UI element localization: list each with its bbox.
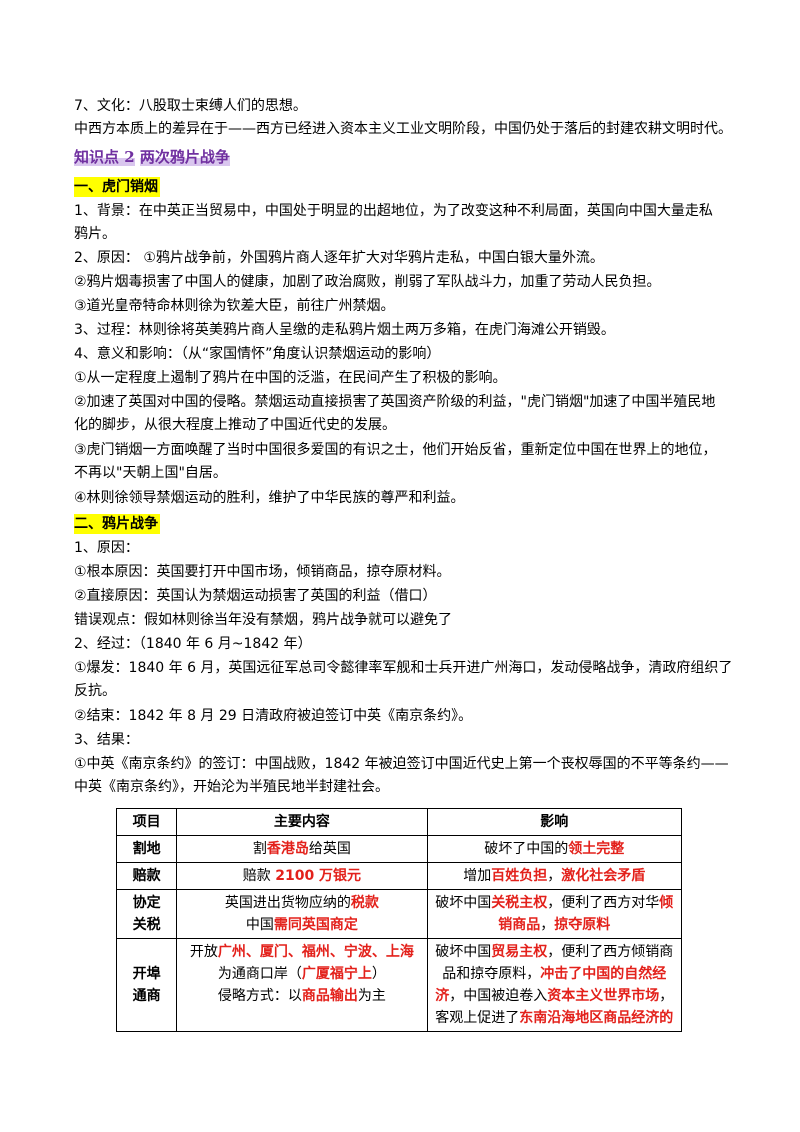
- row-impact: 破坏了中国的领土完整: [426, 835, 683, 863]
- table-row: 开埠通商 开放广州、厦门、福州、宁波、上海为通商口岸（广厦福宁上）侵略方式：以商…: [115, 938, 683, 1032]
- meaning-item-3a: ③虎门销烟一方面唤醒了当时中国很多爱国的有识之士，他们开始反省，重新定位中国在世…: [74, 442, 717, 458]
- war-result-a: ①中英《南京条约》的签订：中国战败，1842 年被迫签订中国近代史上第一个丧权辱…: [74, 756, 729, 772]
- war-root-reason: ①根本原因：英国要打开中国市场，倾销商品，掠夺原材料。: [74, 564, 451, 580]
- reason-line-1: 2、原因： ①鸦片战争前，外国鸦片商人逐年扩大对华鸦片走私，中国白银大量外流。: [74, 250, 604, 266]
- meaning-item-4: ④林则徐领导禁烟运动的胜利，维护了中华民族的尊严和利益。: [74, 490, 465, 506]
- meaning-item-2a: ②加速了英国对中国的侵略。禁烟运动直接损害了英国资产阶级的利益，"虎门销烟"加速…: [74, 394, 716, 410]
- difference-line: 中西方本质上的差异在于——西方已经进入资本主义工业文明阶段，中国仍处于落后的封建…: [74, 121, 732, 137]
- war-course-line: 2、经过：（1840 年 6 月~1842 年）: [74, 636, 312, 652]
- table-row: 协定关税 英国进出货物应纳的税款中国需同英国商定 破坏中国关税主权，便利了西方对…: [115, 889, 683, 939]
- treaty-table: 项目 主要内容 影响 割地 割香港岛给英国 破坏了中国的领土完整 赔款 赔款 2…: [115, 808, 683, 1032]
- section-heading-opium-war: 二、鸦片战争: [74, 514, 160, 534]
- knowledge-point-heading: 两次鸦片战争: [139, 148, 230, 166]
- background-line-1: 1、背景：在中英正当贸易中，中国处于明显的出超地位，为了改变这种不利局面，英国向…: [74, 203, 713, 219]
- knowledge-point-label: 知识点 2: [74, 148, 135, 166]
- meaning-line: 4、意义和影响：（从“家国情怀”角度认识禁烟运动的影响）: [74, 346, 441, 362]
- header-content: 主要内容: [176, 808, 428, 836]
- war-wrong-view: 错误观点：假如林则徐当年没有禁烟，鸦片战争就可以避免了: [74, 612, 452, 628]
- knowledge-point-title: 知识点 2 两次鸦片战争: [74, 146, 734, 168]
- row-content: 开放广州、厦门、福州、宁波、上海为通商口岸（广厦福宁上）侵略方式：以商品输出为主: [176, 938, 428, 1032]
- section-heading-humen: 一、虎门销烟: [74, 177, 160, 197]
- war-end-line: ②结束：1842 年 8 月 29 日清政府被迫签订中英《南京条约》。: [74, 708, 473, 724]
- meaning-item-3b: 不再以"天朝上国"自居。: [74, 465, 227, 481]
- culture-line: 7、文化：八股取士束缚人们的思想。: [74, 98, 307, 114]
- meaning-item-2b: 化的脚步，从很大程度上推动了中国近代史的发展。: [74, 417, 396, 433]
- process-line: 3、过程：林则徐将英美鸦片商人呈缴的走私鸦片烟土两万多箱，在虎门海滩公开销毁。: [74, 322, 615, 338]
- header-item: 项目: [115, 808, 178, 836]
- war-reason-line: 1、原因：: [74, 540, 139, 556]
- table-row: 赔款 赔款 2100 万银元 增加百姓负担，激化社会矛盾: [115, 862, 683, 890]
- war-outbreak-a: ①爆发：1840 年 6 月，英国远征军总司令懿律率军舰和士兵开进广州海口，发动…: [74, 660, 733, 676]
- war-result-line: 3、结果：: [74, 732, 139, 748]
- row-item-indemnity: 赔款: [115, 862, 178, 890]
- table-header-row: 项目 主要内容 影响: [115, 808, 683, 836]
- war-result-b: 中英《南京条约》，开始沦为半殖民地半封建社会。: [74, 779, 389, 795]
- row-impact: 破坏中国贸易主权，便利了西方倾销商品和掠夺原料，冲击了中国的自然经济，中国被迫卷…: [426, 938, 683, 1032]
- row-content: 赔款 2100 万银元: [176, 862, 428, 890]
- row-impact: 增加百姓负担，激化社会矛盾: [426, 862, 683, 890]
- row-item-cession: 割地: [115, 835, 178, 863]
- background-line-2: 鸦片。: [74, 226, 116, 242]
- war-direct-reason: ②直接原因：英国认为禁烟运动损害了英国的利益（借口）: [74, 588, 437, 604]
- meaning-item-1: ①从一定程度上遏制了鸦片在中国的泛滥，在民间产生了积极的影响。: [74, 370, 507, 386]
- war-outbreak-b: 反抗。: [74, 683, 116, 699]
- row-content: 英国进出货物应纳的税款中国需同英国商定: [176, 889, 428, 939]
- row-content: 割香港岛给英国: [176, 835, 428, 863]
- header-impact: 影响: [426, 808, 683, 836]
- reason-line-3: ③道光皇帝特命林则徐为钦差大臣，前往广州禁烟。: [74, 298, 395, 314]
- row-item-tariff: 协定关税: [115, 889, 178, 939]
- reason-line-2: ②鸦片烟毒损害了中国人的健康，加剧了政治腐败，削弱了军队战斗力，加重了劳动人民负…: [74, 274, 661, 290]
- row-item-ports: 开埠通商: [115, 938, 178, 1032]
- row-impact: 破坏中国关税主权，便利了西方对华倾销商品，掠夺原料: [426, 889, 683, 939]
- table-row: 割地 割香港岛给英国 破坏了中国的领土完整: [115, 835, 683, 863]
